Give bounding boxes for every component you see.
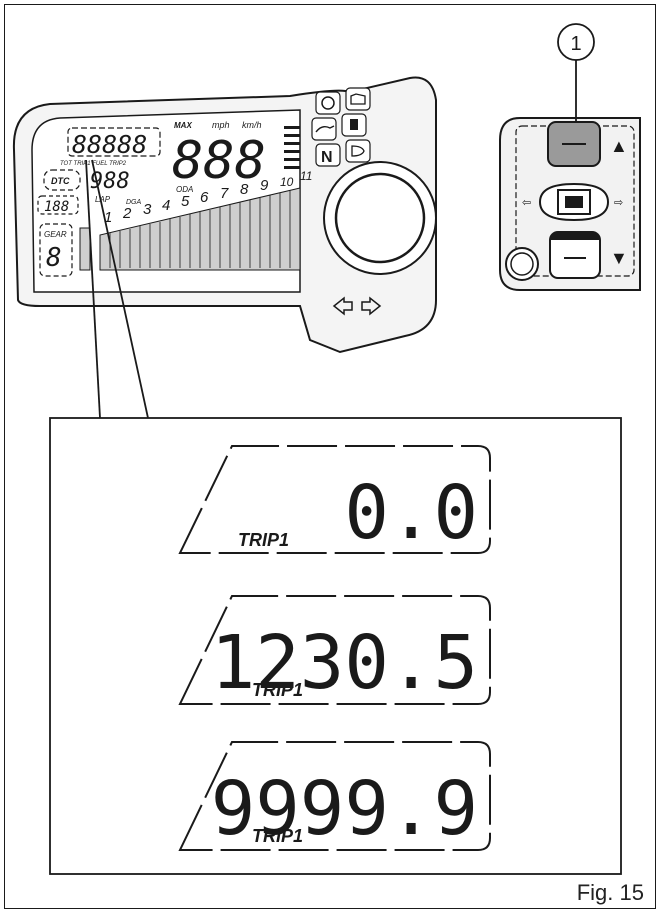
round-gauge-inner bbox=[334, 172, 426, 264]
gear-box bbox=[39, 223, 73, 277]
rpm-label: 4 bbox=[162, 197, 170, 214]
gear-digit: 8 bbox=[46, 243, 62, 273]
lap-label: LAP bbox=[95, 195, 111, 204]
tach-bars bbox=[109, 190, 291, 268]
rpm-label: 7 bbox=[220, 185, 229, 202]
trip-value: 9999.9 bbox=[211, 766, 478, 852]
rpm-label: 10 bbox=[280, 175, 294, 189]
kmh-label: km/h bbox=[242, 120, 262, 130]
rpm-label: 1 bbox=[104, 209, 112, 226]
rpm-label: 2 bbox=[122, 205, 132, 222]
gear-label: GEAR bbox=[44, 230, 67, 239]
callout-number: 1 bbox=[570, 33, 581, 55]
max-label: MAX bbox=[174, 121, 192, 130]
abs-warning-icon bbox=[321, 96, 335, 110]
callout-circle bbox=[557, 23, 595, 61]
headlight-icon bbox=[351, 145, 365, 157]
neutral-indicator: N bbox=[321, 149, 333, 166]
trip-display-1: 0.0 TRIP1 bbox=[178, 445, 491, 556]
oil-warning-icon bbox=[315, 125, 335, 133]
oda-label: ODA bbox=[176, 185, 193, 194]
rpm-label: 8 bbox=[240, 181, 249, 198]
left-turn-icon bbox=[332, 296, 353, 316]
trip-value: 1230.5 bbox=[211, 620, 478, 706]
trip-display-2: 1230.5 TRIP1 bbox=[178, 595, 491, 706]
rpm-label: 5 bbox=[181, 193, 190, 210]
trip-display-3: 9999.9 TRIP1 bbox=[178, 741, 491, 852]
dashboard-panel: 1 2 3 4 5 6 7 8 9 10 11 88888 TOT TRIP1 … bbox=[12, 76, 437, 354]
right-turn-icon bbox=[361, 296, 382, 316]
warning-lights: N bbox=[311, 87, 371, 167]
odometer-digits: 88888 bbox=[72, 130, 147, 159]
figure-label: Fig. 15 bbox=[577, 880, 644, 905]
rpm-scale: 1 2 3 4 5 6 7 8 9 10 11 bbox=[104, 169, 312, 226]
rpm-label: 9 bbox=[260, 177, 269, 194]
dga-label: DGA bbox=[126, 199, 142, 206]
speed-digits: 888 bbox=[172, 131, 266, 191]
mini-display-box bbox=[37, 195, 79, 215]
fuel-bargraph bbox=[284, 126, 300, 169]
odometer-display-box bbox=[67, 127, 161, 157]
fuel-warning-icon bbox=[350, 119, 358, 130]
down-arrow-icon: ▼ bbox=[610, 248, 628, 268]
trip-label: TRIP1 bbox=[252, 680, 303, 700]
trip-label: TRIP1 bbox=[238, 530, 289, 550]
right-arrow-small-icon: ⇨ bbox=[614, 197, 623, 209]
figure-frame bbox=[4, 4, 656, 909]
gear-side-mark bbox=[79, 227, 91, 271]
dtc-box bbox=[43, 169, 81, 191]
dtc-label: DTC bbox=[51, 176, 70, 186]
rpm-label: 3 bbox=[143, 201, 152, 218]
leader-lines bbox=[85, 159, 149, 419]
turn-signal-icons bbox=[332, 296, 382, 316]
mini-digits: 188 bbox=[44, 199, 69, 215]
handlebar-switch: ▲ ⇦ ⇨ ▼ 1 bbox=[499, 23, 641, 291]
rpm-label: 11 bbox=[300, 169, 312, 183]
engine-warning-icon bbox=[350, 93, 366, 105]
rpm-label: 6 bbox=[200, 189, 209, 206]
up-arrow-icon: ▲ bbox=[610, 136, 628, 156]
mph-label: mph bbox=[212, 120, 230, 130]
trip-value: 0.0 bbox=[344, 470, 478, 556]
left-arrow-small-icon: ⇦ bbox=[522, 197, 531, 209]
trip-label: TRIP1 bbox=[252, 826, 303, 846]
